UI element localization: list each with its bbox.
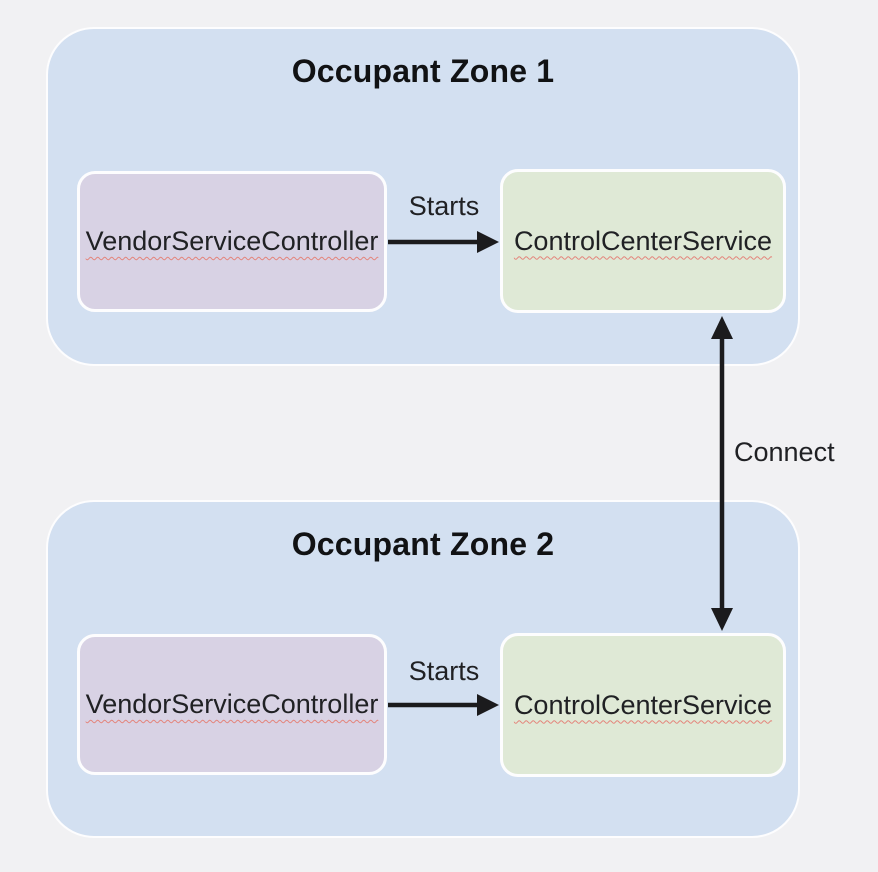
control-center-service-zone1-label: ControlCenterService bbox=[513, 225, 773, 256]
vendor-service-controller-zone2: VendorServiceController bbox=[77, 634, 387, 775]
vendor-service-controller-zone2-label: VendorServiceController bbox=[85, 689, 379, 719]
vendor-service-controller-zone1: VendorServiceController bbox=[77, 171, 387, 312]
connect-edge-label: Connect bbox=[734, 437, 835, 467]
vendor-service-controller-zone1-label: VendorServiceController bbox=[85, 226, 379, 256]
occupant-zone-2-title: Occupant Zone 2 bbox=[291, 526, 555, 562]
occupant-zone-1-title: Occupant Zone 1 bbox=[291, 53, 555, 89]
control-center-service-zone1: ControlCenterService bbox=[500, 169, 786, 313]
control-center-service-zone2-label: ControlCenterService bbox=[513, 689, 773, 720]
control-center-service-zone2: ControlCenterService bbox=[500, 633, 786, 777]
starts-edge-label-zone1: Starts bbox=[408, 191, 480, 221]
starts-edge-label-zone2: Starts bbox=[408, 656, 480, 686]
